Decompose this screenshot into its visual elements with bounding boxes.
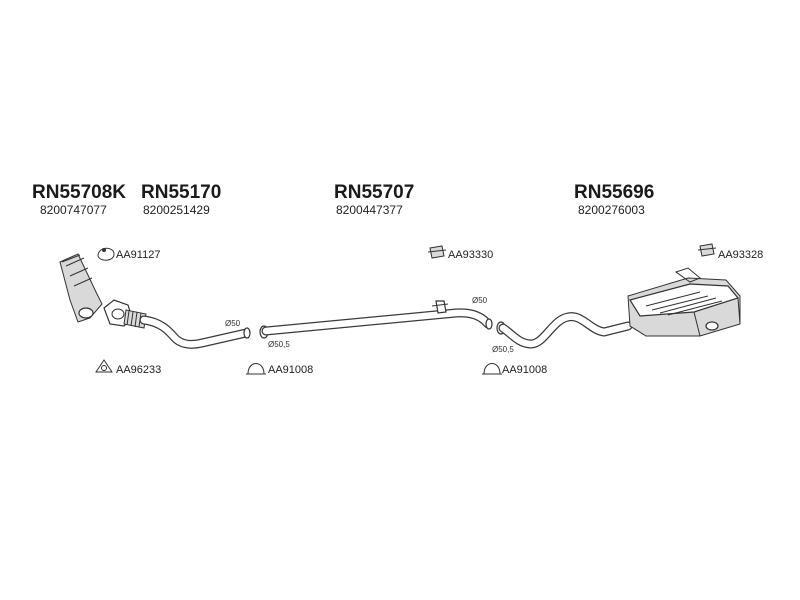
oem-number-rn55708k: 8200747077 [40, 203, 107, 217]
front-pipe-icon [103, 299, 251, 349]
accessory-label-aa93330: AA93330 [448, 249, 493, 261]
accessory-label-aa91008-a: AA91008 [268, 364, 313, 376]
accessory-label-aa96233: AA96233 [116, 364, 161, 376]
gasket-icon [95, 359, 113, 373]
diameter-label-2: Ø50,5 [268, 340, 290, 349]
accessory-label-aa91008-b: AA91008 [502, 364, 547, 376]
mounting-rubber-icon-2 [697, 243, 717, 257]
clamp-icon [97, 247, 115, 261]
rear-pipe-icon [496, 312, 633, 349]
oem-number-rn55707: 8200447377 [336, 203, 403, 217]
clamp-icon-3 [482, 363, 502, 375]
oem-number-rn55170: 8200251429 [143, 203, 210, 217]
diameter-label-4: Ø50,5 [492, 345, 514, 354]
accessory-label-aa91127: AA91127 [116, 249, 160, 261]
mounting-rubber-icon [427, 245, 447, 259]
part-number-rn55708k: RN55708K [32, 182, 126, 203]
part-number-rn55696: RN55696 [574, 182, 654, 203]
clamp-icon-2 [246, 363, 266, 375]
diameter-label-1: Ø50 [225, 319, 241, 328]
middle-pipe-icon [259, 300, 493, 339]
oem-number-rn55696: 8200276003 [578, 203, 645, 217]
diameter-label-3: Ø50 [472, 296, 488, 305]
catalytic-converter-icon [59, 253, 103, 323]
accessory-label-aa93328: AA93328 [718, 249, 763, 261]
rear-silencer-icon [627, 267, 741, 337]
part-number-rn55170: RN55170 [141, 182, 221, 203]
part-number-rn55707: RN55707 [334, 182, 414, 203]
